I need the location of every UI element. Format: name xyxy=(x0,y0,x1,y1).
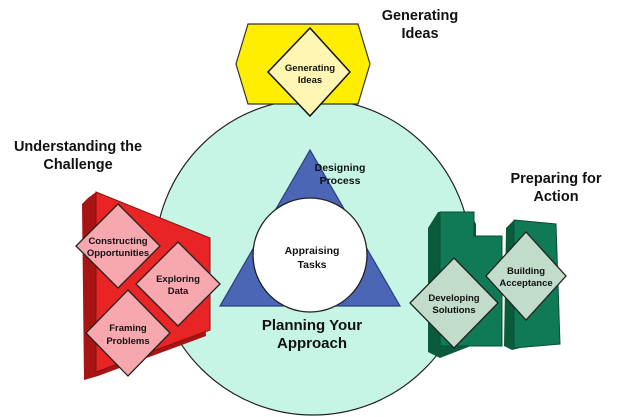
preparing-heading-line1: Preparing for xyxy=(510,171,601,187)
framing-label-line2: Problems xyxy=(106,336,149,347)
exploring-label-line1: Exploring xyxy=(156,274,200,285)
generating-ideas-label-line1: Generating xyxy=(285,63,335,74)
understanding-challenge-panel: Constructing Opportunities Exploring Dat… xyxy=(75,191,221,380)
building-acceptance-diamond[interactable] xyxy=(485,231,567,321)
generating-ideas-hexagon: Generating Ideas xyxy=(235,23,371,118)
generating-heading-line2: Ideas xyxy=(401,26,438,42)
framing-label-line1: Framing xyxy=(109,323,147,334)
building-label-line2: Acceptance xyxy=(499,278,552,289)
appraising-label-line2: Tasks xyxy=(298,259,327,271)
exploring-label-line2: Data xyxy=(168,286,189,297)
planning-heading-line2: Approach xyxy=(277,335,347,352)
appraising-tasks-circle[interactable] xyxy=(252,197,368,313)
developing-label-line1: Developing xyxy=(428,293,479,304)
constructing-label-line1: Constructing xyxy=(88,236,147,247)
understanding-heading-line2: Challenge xyxy=(43,157,112,173)
constructing-opportunities-diamond[interactable] xyxy=(75,203,161,289)
preparing-heading-line2: Action xyxy=(533,189,578,205)
developing-solutions-diamond[interactable] xyxy=(409,257,499,349)
planning-approach-triangle: Appraising Tasks Designing Process xyxy=(218,148,402,313)
generating-ideas-diamond[interactable] xyxy=(266,26,352,118)
preparing-action-panel: Building Acceptance Developing Solutions xyxy=(409,211,567,358)
exploring-data-diamond[interactable] xyxy=(135,241,221,327)
appraising-label-line1: Appraising xyxy=(285,245,340,257)
building-label-line1: Building xyxy=(507,266,545,277)
understanding-heading-line1: Understanding the xyxy=(14,139,142,155)
constructing-label-line2: Opportunities xyxy=(87,248,149,259)
designing-process-label-line2[interactable]: Process xyxy=(320,175,361,187)
developing-label-line2: Solutions xyxy=(432,305,475,316)
generating-heading-line1: Generating xyxy=(382,8,459,24)
generating-ideas-label-line2: Ideas xyxy=(298,75,322,86)
designing-process-label-line1[interactable]: Designing xyxy=(315,162,366,174)
planning-heading-line1: Planning Your xyxy=(262,317,362,334)
framing-problems-diamond[interactable] xyxy=(85,289,171,377)
